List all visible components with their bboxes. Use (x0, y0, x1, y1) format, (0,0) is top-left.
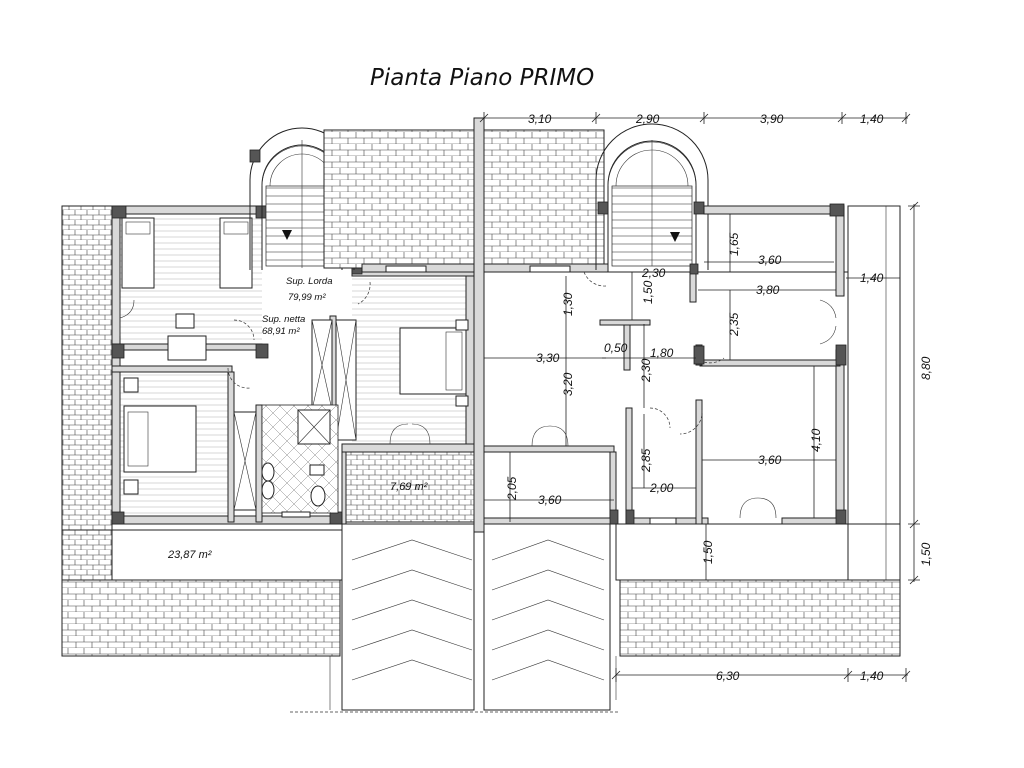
single-bed-2 (219, 217, 253, 289)
single-bed-1 (121, 217, 155, 289)
dim-1-65: 1,65 (727, 232, 741, 256)
dim-3-20: 3,20 (561, 372, 575, 396)
landing-area: 7,69 m² (390, 481, 428, 493)
dim-3-60-c: 3,60 (538, 493, 562, 507)
dim-top-2: 2,90 (635, 112, 660, 126)
left-driveway (341, 523, 475, 711)
dim-top-4: 1,40 (860, 112, 884, 126)
dim-1-80: 1,80 (650, 346, 674, 360)
center-wall (473, 117, 485, 533)
plan-title: Pianta Piano PRIMO (370, 65, 594, 91)
roof-left (323, 129, 475, 269)
dim-3-60-b: 3,60 (758, 453, 782, 467)
dim-1-50-b: 1,50 (701, 540, 715, 564)
dim-1-50-a: 1,50 (641, 280, 655, 304)
dim-right-total: 8,80 (919, 356, 933, 380)
sup-lorda-value: 79,99 m² (288, 292, 326, 303)
roof-middle (483, 129, 605, 269)
window-3 (649, 517, 677, 525)
dim-top-3: 3,90 (760, 112, 784, 126)
chair (175, 313, 195, 329)
dim-2-35: 2,35 (727, 312, 741, 337)
dim-2-30-v: 2,30 (639, 358, 653, 383)
dim-2-05: 2,05 (505, 476, 519, 501)
left-terrace (61, 205, 113, 581)
dim-1-30: 1,30 (561, 292, 575, 316)
desk (167, 335, 207, 361)
dim-2-30: 2,30 (641, 266, 666, 280)
right-stair-dome (595, 123, 709, 270)
dim-2-85: 2,85 (639, 448, 653, 473)
window-2 (529, 265, 571, 273)
sup-lorda-label: Sup. Lorda (286, 276, 332, 287)
dim-3-60-a: 3,60 (758, 253, 782, 267)
sink (261, 462, 275, 482)
double-bed-1 (123, 405, 197, 473)
terrace-area: 23,87 m² (167, 549, 212, 561)
dim-3-80: 3,80 (756, 283, 780, 297)
dim-1-40-r: 1,40 (860, 271, 884, 285)
dim-bottom-2: 1,40 (860, 669, 884, 683)
dim-right-bottom: 1,50 (919, 542, 933, 566)
double-bed-2 (399, 327, 467, 395)
landing-room (343, 451, 475, 523)
right-driveway (483, 523, 611, 711)
dim-0-50: 0,50 (604, 341, 628, 355)
dim-3-30: 3,30 (536, 351, 560, 365)
toilet (310, 485, 326, 507)
dim-4-10: 4,10 (809, 428, 823, 452)
sup-netta-value: 68,91 m² (262, 326, 300, 337)
dim-top-1: 3,10 (528, 112, 552, 126)
left-roof-lower (61, 579, 341, 657)
right-roof-lower (619, 579, 901, 657)
sup-netta-label: Sup. netta (262, 314, 305, 325)
dim-bottom-1: 6,30 (716, 669, 740, 683)
window-1 (385, 265, 427, 273)
dim-2-00: 2,00 (649, 481, 674, 495)
